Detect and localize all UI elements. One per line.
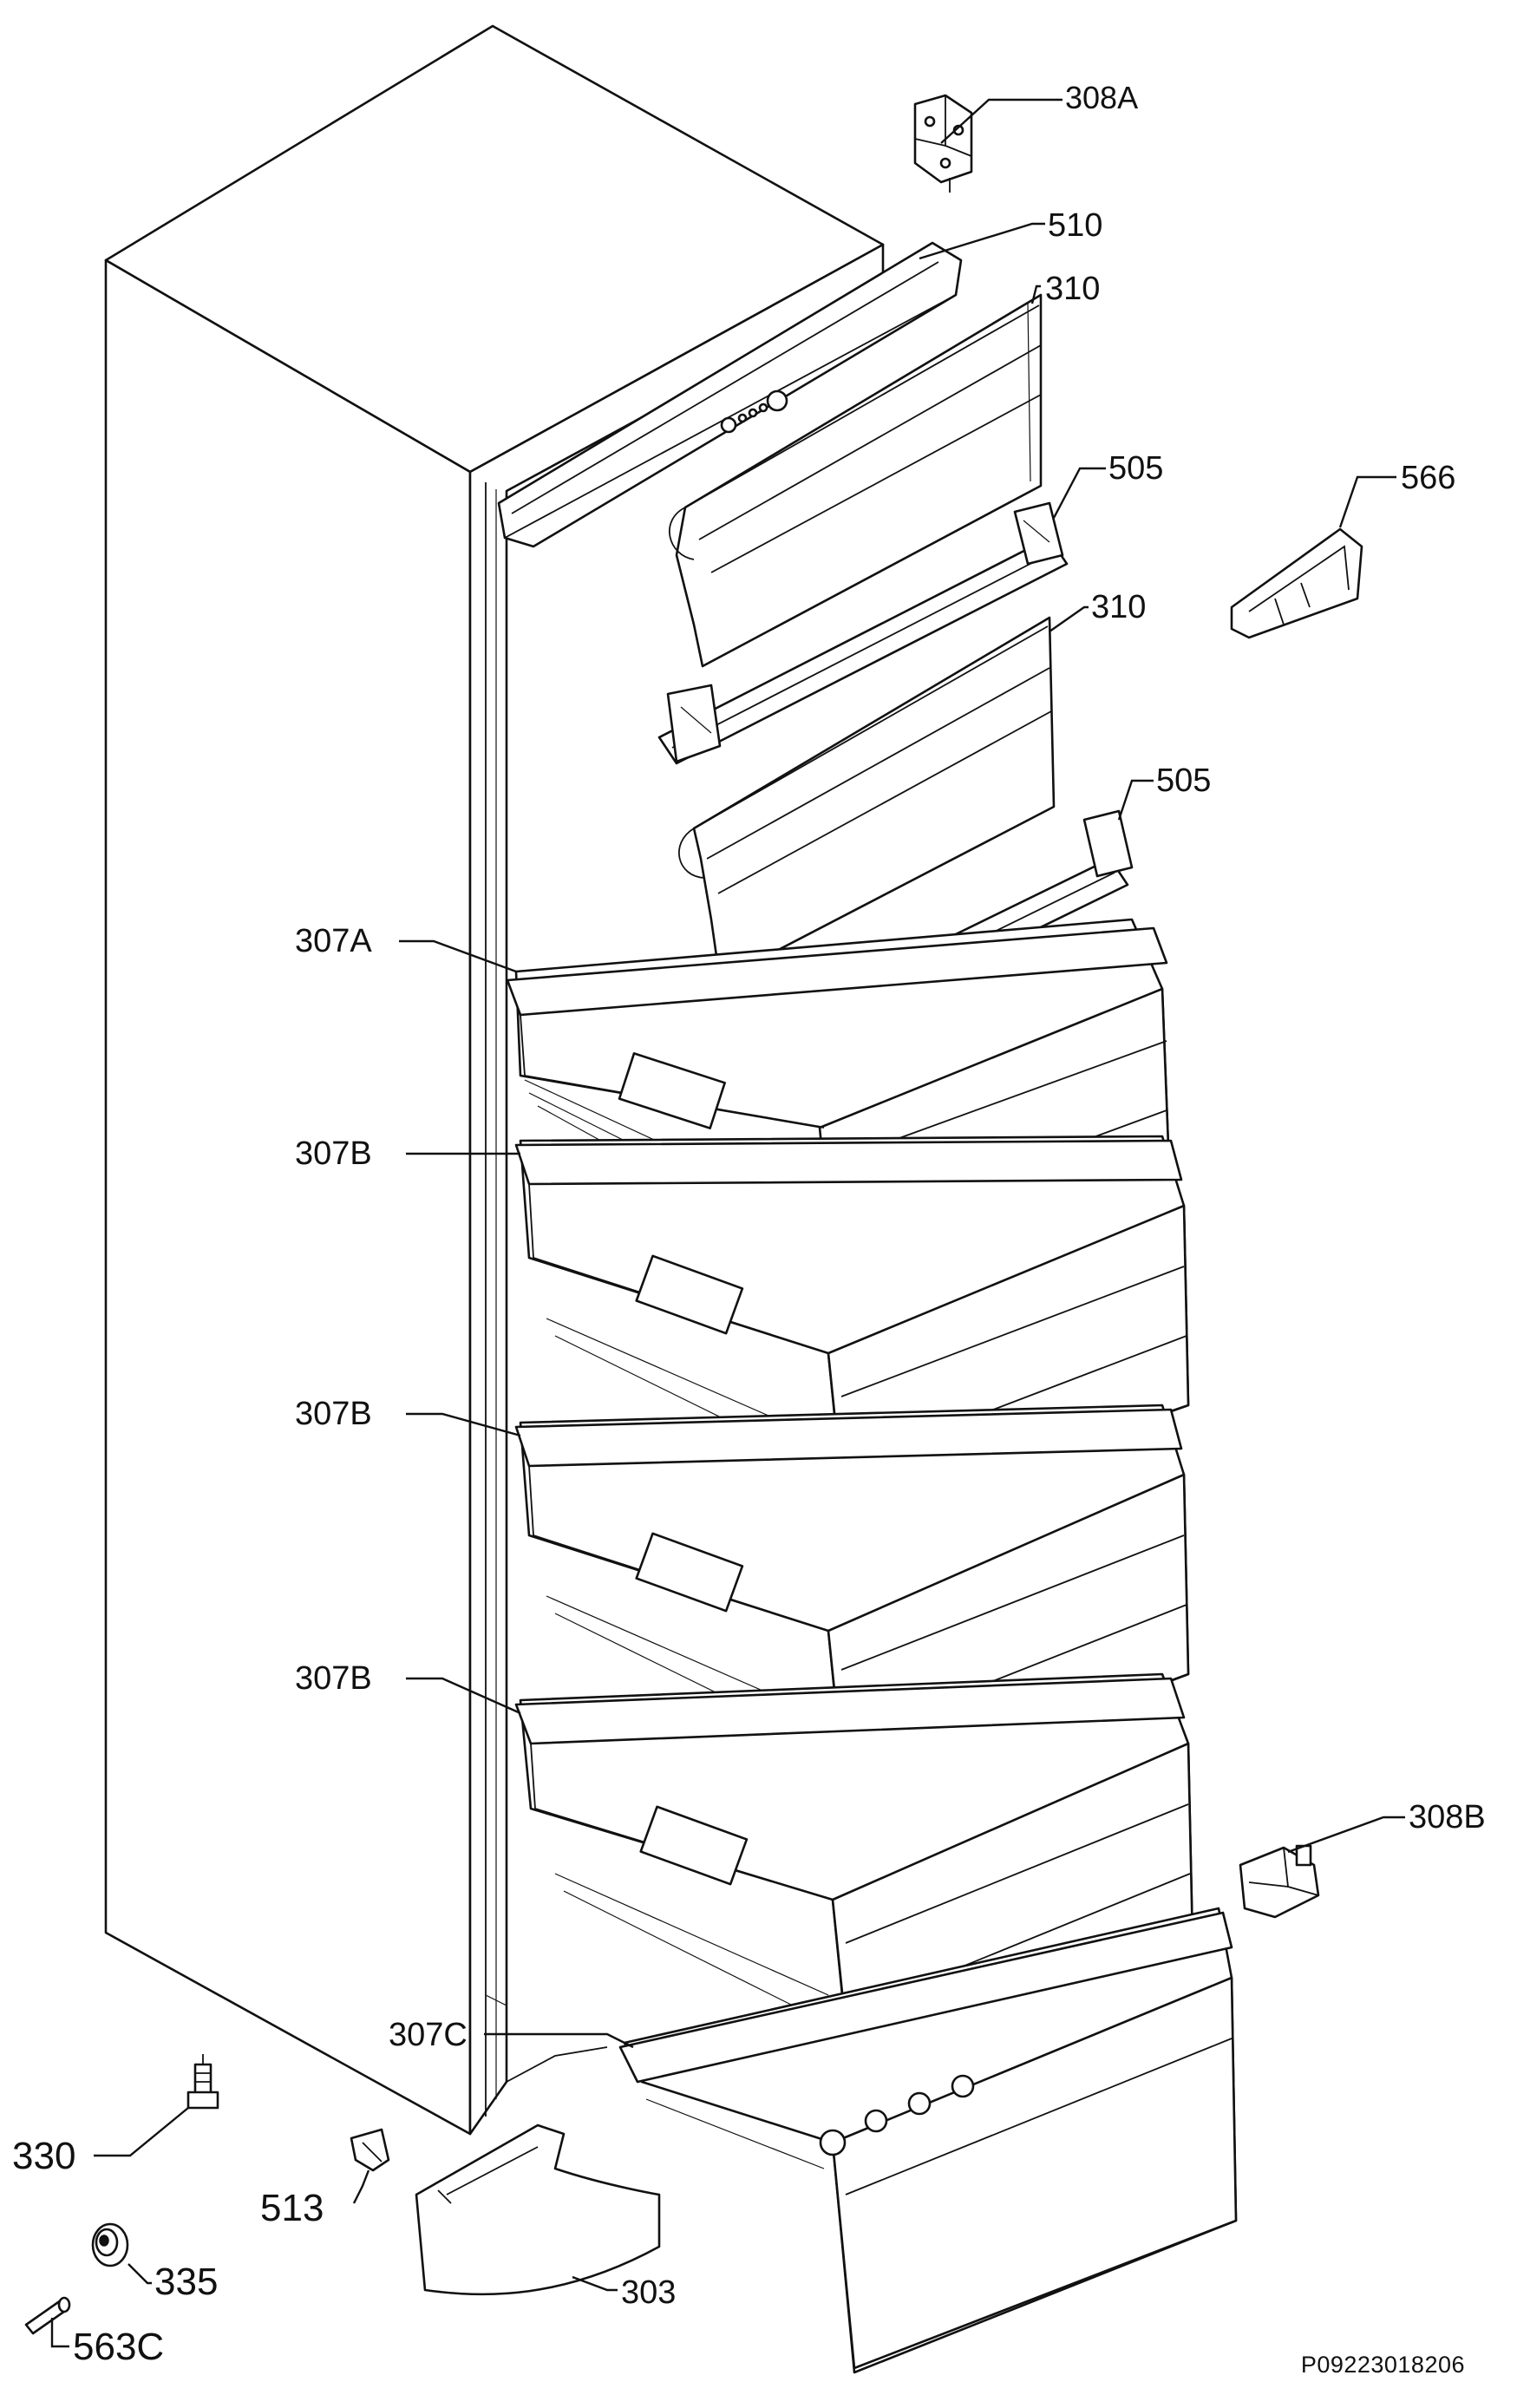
- callout-563c: 563C: [73, 2326, 164, 2368]
- foot-335: [91, 2222, 129, 2267]
- pin-563c: [24, 2296, 71, 2335]
- callout-505-top: 505: [1108, 450, 1163, 487]
- freezer-cabinet: [104, 24, 885, 2136]
- callout-303: 303: [621, 2274, 676, 2311]
- callout-307b-3: 307B: [295, 1660, 372, 1697]
- callout-308a: 308A: [1065, 80, 1138, 115]
- callout-310-top: 310: [1045, 271, 1100, 307]
- callout-307b-1: 307B: [295, 1135, 372, 1172]
- callout-335: 335: [154, 2261, 218, 2303]
- callout-labels: 308A 510 310 505 566 310 505 307A 307B 3…: [12, 80, 1486, 2368]
- screw-330: [186, 2054, 219, 2110]
- hinge-308b: [1239, 1844, 1320, 1919]
- control-panel-510: [497, 241, 963, 548]
- door-shelf-310-top: [669, 293, 1043, 668]
- shelf-rail-505-top: [657, 501, 1069, 765]
- callout-510: 510: [1048, 207, 1102, 244]
- kick-plate-303: [415, 2123, 661, 2296]
- callout-566: 566: [1401, 460, 1455, 496]
- callout-307c: 307C: [389, 2017, 468, 2053]
- callout-513: 513: [260, 2187, 324, 2229]
- drawer-307c: [618, 1907, 1238, 2374]
- bracket-566: [1230, 527, 1363, 639]
- clip-513: [350, 2128, 390, 2172]
- hinge-308a: [913, 94, 973, 193]
- callout-310-mid: 310: [1091, 589, 1146, 625]
- callout-307a: 307A: [295, 923, 372, 959]
- callout-308b: 308B: [1409, 1799, 1486, 1835]
- leader-lines: [50, 98, 1405, 2348]
- callout-505-mid: 505: [1156, 762, 1211, 799]
- diagram-reference-code: P09223018206: [1300, 2352, 1465, 2378]
- callout-330: 330: [12, 2135, 75, 2177]
- callout-307b-2: 307B: [295, 1396, 372, 1432]
